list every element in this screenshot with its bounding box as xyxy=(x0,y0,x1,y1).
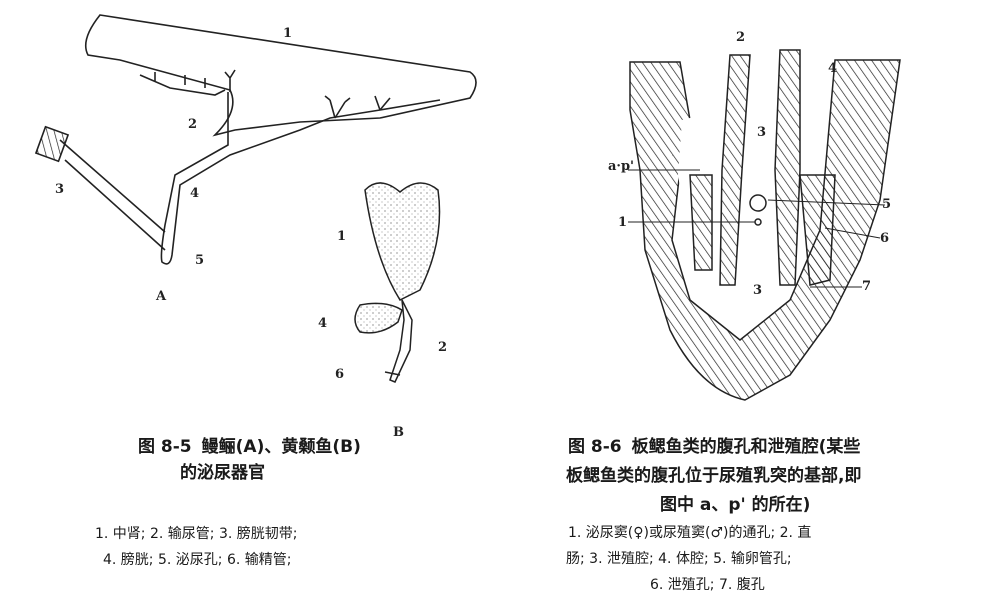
figure-8-6-title-line2: 板鳃鱼类的腹孔位于尿殖乳突的基部,即 xyxy=(566,466,862,486)
figure-8-6-legend-line3: 6. 泄殖孔; 7. 腹孔 xyxy=(650,577,765,593)
pouch-4 xyxy=(354,302,403,334)
figure-8-5-b-drawing xyxy=(354,182,441,383)
label-a-5: 5 xyxy=(195,253,205,268)
figure-8-5-title: 鳗鲡(A)、黄颡鱼(B) xyxy=(201,437,361,457)
bladder-b xyxy=(364,182,441,301)
label-86-ap: a·p' xyxy=(608,159,635,174)
label-86-4: 4 xyxy=(828,61,838,76)
panel-label-b: B xyxy=(393,425,404,440)
panel-label-a: A xyxy=(156,289,167,304)
figure-8-6-number: 图 8-6 xyxy=(568,437,622,457)
label-86-7: 7 xyxy=(862,279,872,294)
figure-8-5-a-drawing xyxy=(34,14,477,265)
label-86-1: 1 xyxy=(618,215,628,230)
kidney-shape xyxy=(84,14,477,137)
label-86-5: 5 xyxy=(882,197,892,212)
label-a-2: 2 xyxy=(188,117,198,132)
figure-8-5-title-line2: 的泌尿器官 xyxy=(180,463,265,483)
label-b-2: 2 xyxy=(438,340,448,355)
figure-8-6-legend-line1: 1. 泌尿窦(♀)或尿殖窦(♂)的通孔; 2. 直 xyxy=(568,525,812,541)
figure-8-6-title-line3: 图中 a、p' 的所在) xyxy=(660,495,811,515)
figure-8-5-legend-line1: 1. 中肾; 2. 输尿管; 3. 膀胱韧带; xyxy=(95,526,298,542)
label-86-2: 2 xyxy=(736,30,746,45)
figure-8-6-title: 板鳃鱼类的腹孔和泄殖腔(某些 xyxy=(631,437,861,457)
outer-wall-left xyxy=(629,59,901,401)
label-b-1: 1 xyxy=(337,229,347,244)
label-86-6: 6 xyxy=(880,231,890,246)
label-a-3: 3 xyxy=(55,182,65,197)
figure-8-5-caption: 图 8-5 鳗鲡(A)、黄颡鱼(B) xyxy=(138,432,361,457)
label-b-6: 6 xyxy=(335,367,345,382)
figure-8-5-number: 图 8-5 xyxy=(138,437,192,457)
figure-8-5-legend-line2: 4. 膀胱; 5. 泌尿孔; 6. 输精管; xyxy=(103,552,292,568)
label-86-3-bottom: 3 xyxy=(753,283,763,298)
figure-8-6-caption: 图 8-6 板鳃鱼类的腹孔和泄殖腔(某些 xyxy=(568,432,860,457)
label-b-4: 4 xyxy=(318,316,328,331)
bladder-stalk xyxy=(389,299,413,383)
label-86-3-top: 3 xyxy=(757,125,767,140)
rectum xyxy=(719,54,751,286)
label-a-4: 4 xyxy=(190,186,200,201)
figure-8-6-legend-line2: 肠; 3. 泄殖腔; 4. 体腔; 5. 输卵管孔; xyxy=(566,551,792,567)
label-a-1: 1 xyxy=(283,26,293,41)
figure-8-6-drawing xyxy=(628,49,901,401)
